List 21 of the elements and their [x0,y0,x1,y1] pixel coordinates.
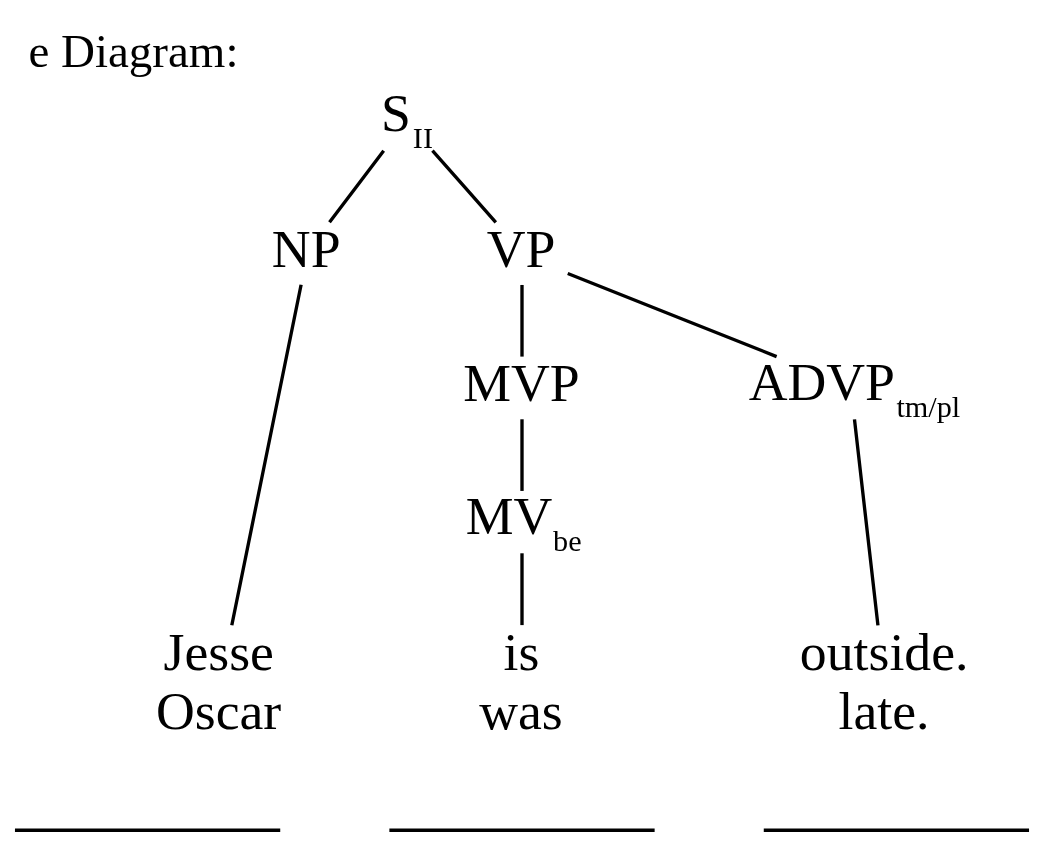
node-line [14,828,281,832]
node-text: NP [271,218,341,279]
node-text: MV$_{be}$ [465,485,582,558]
node-text: MVP [463,352,580,413]
connector [328,149,385,223]
node-text: VP [486,218,556,279]
connector [520,284,524,357]
diagram-title: e Diagram: [28,24,239,77]
node-text: Jesse Oscar [155,621,282,741]
node-line [763,828,1030,832]
connector [520,552,524,625]
node-text: outside. late. [799,621,969,741]
connector [230,283,303,626]
connector [567,271,778,358]
node-text: ADVP$_{tm/pl}$ [748,351,961,424]
connector [431,149,498,223]
node-line [389,828,655,832]
node-text: S$_{II}$ [380,82,434,155]
connector [520,418,524,491]
connector [852,418,880,626]
node-text: is was [479,621,563,741]
